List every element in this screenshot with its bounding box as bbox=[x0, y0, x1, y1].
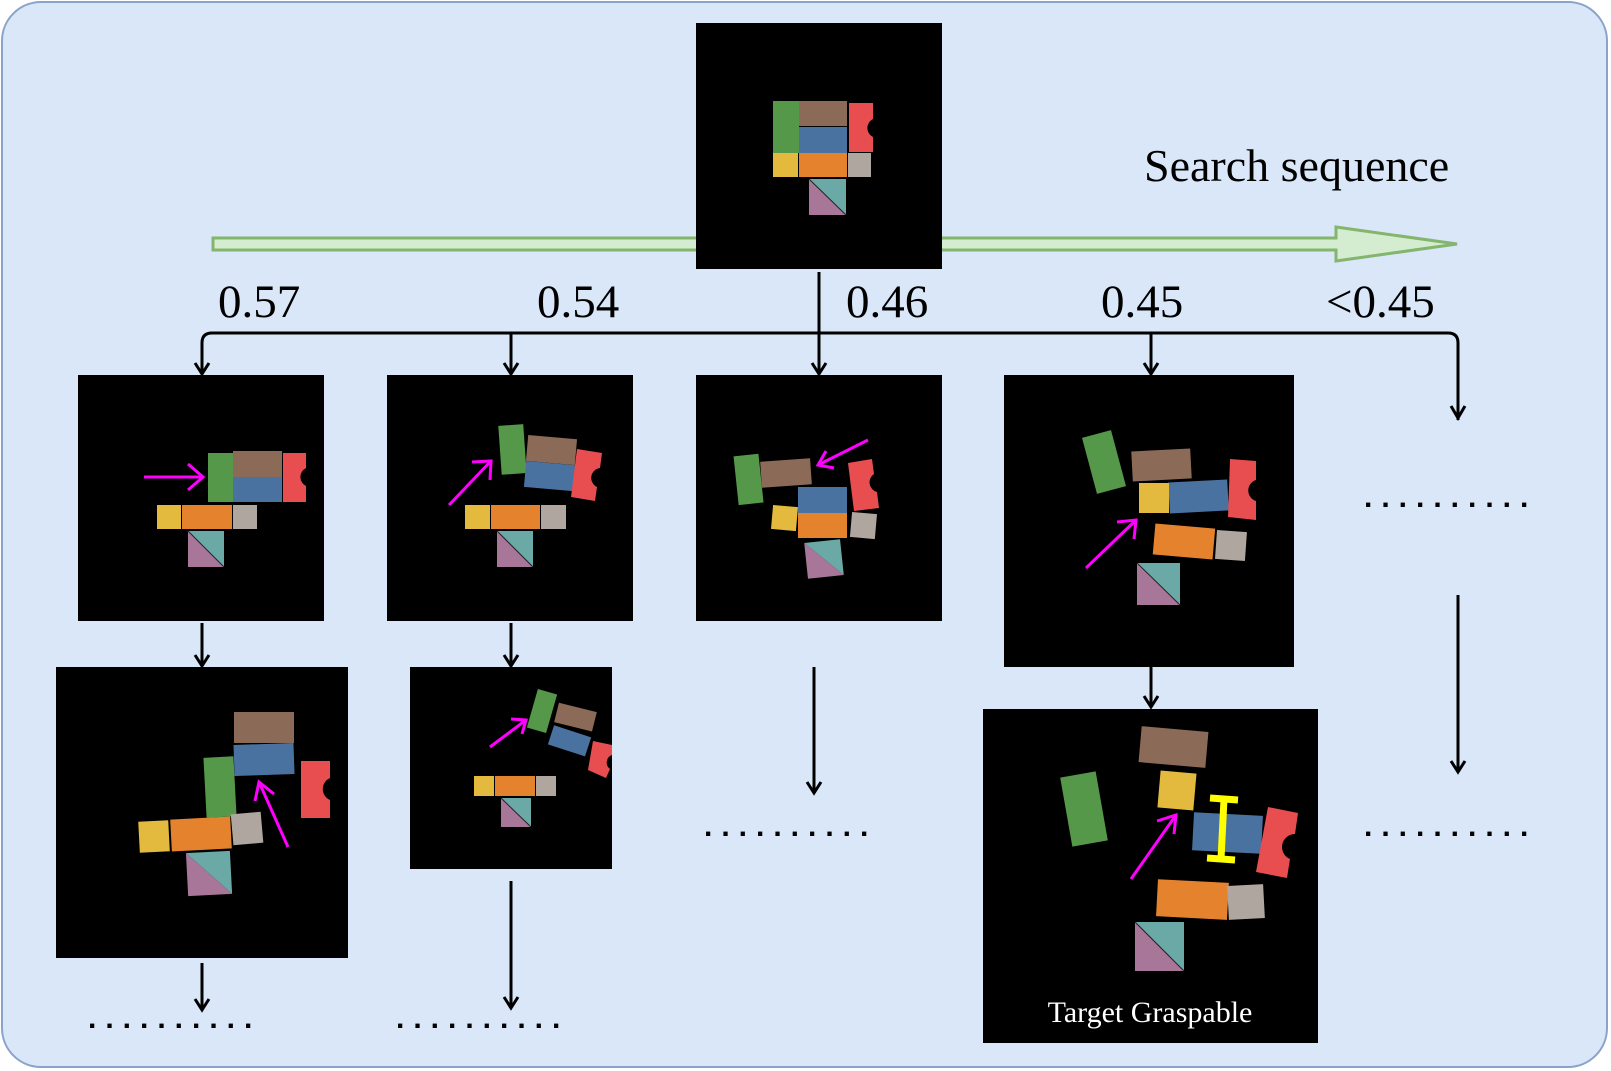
score-label: 0.45 bbox=[1101, 276, 1183, 328]
tree-arrowheads bbox=[193, 362, 1467, 421]
continuation-ellipsis: .......... bbox=[1364, 481, 1537, 514]
scene-candidate-3 bbox=[696, 375, 942, 621]
tree-connectors bbox=[200, 272, 1460, 420]
continuation-ellipsis: .......... bbox=[88, 1002, 261, 1035]
scene-candidate-4 bbox=[1004, 375, 1294, 667]
scene-root bbox=[696, 23, 942, 269]
score-label: 0.46 bbox=[846, 276, 928, 328]
score-label: 0.57 bbox=[218, 276, 300, 328]
target-graspable-label: Target Graspable bbox=[1048, 996, 1253, 1029]
push-arrow bbox=[447, 459, 493, 507]
block-yellow bbox=[773, 153, 798, 177]
block-red bbox=[849, 103, 873, 152]
block-green bbox=[773, 101, 799, 153]
level-arrows bbox=[193, 595, 1467, 1013]
scene-child-1 bbox=[56, 667, 348, 958]
continuation-ellipsis: .......... bbox=[396, 1002, 569, 1035]
push-arrow bbox=[489, 717, 528, 749]
scene-candidate-1 bbox=[78, 375, 324, 621]
push-arrow bbox=[144, 462, 206, 492]
push-arrow bbox=[253, 779, 290, 848]
push-arrow bbox=[1129, 812, 1178, 880]
push-arrow bbox=[1084, 518, 1138, 570]
score-label: 0.54 bbox=[537, 276, 619, 328]
scene-child-2 bbox=[410, 667, 612, 869]
block-orange bbox=[799, 153, 847, 177]
search-sequence-label: Search sequence bbox=[1144, 140, 1449, 191]
scene-target bbox=[983, 709, 1318, 1043]
block-blue bbox=[799, 127, 847, 153]
scene-candidate-2 bbox=[387, 375, 633, 621]
grasp-marker bbox=[1206, 794, 1239, 864]
score-label: <0.45 bbox=[1326, 276, 1435, 328]
continuation-ellipsis: .......... bbox=[704, 810, 877, 843]
block-brown bbox=[799, 101, 847, 126]
continuation-ellipsis: .......... bbox=[1364, 810, 1537, 843]
push-arrow bbox=[815, 438, 869, 470]
block-gray bbox=[848, 153, 871, 177]
